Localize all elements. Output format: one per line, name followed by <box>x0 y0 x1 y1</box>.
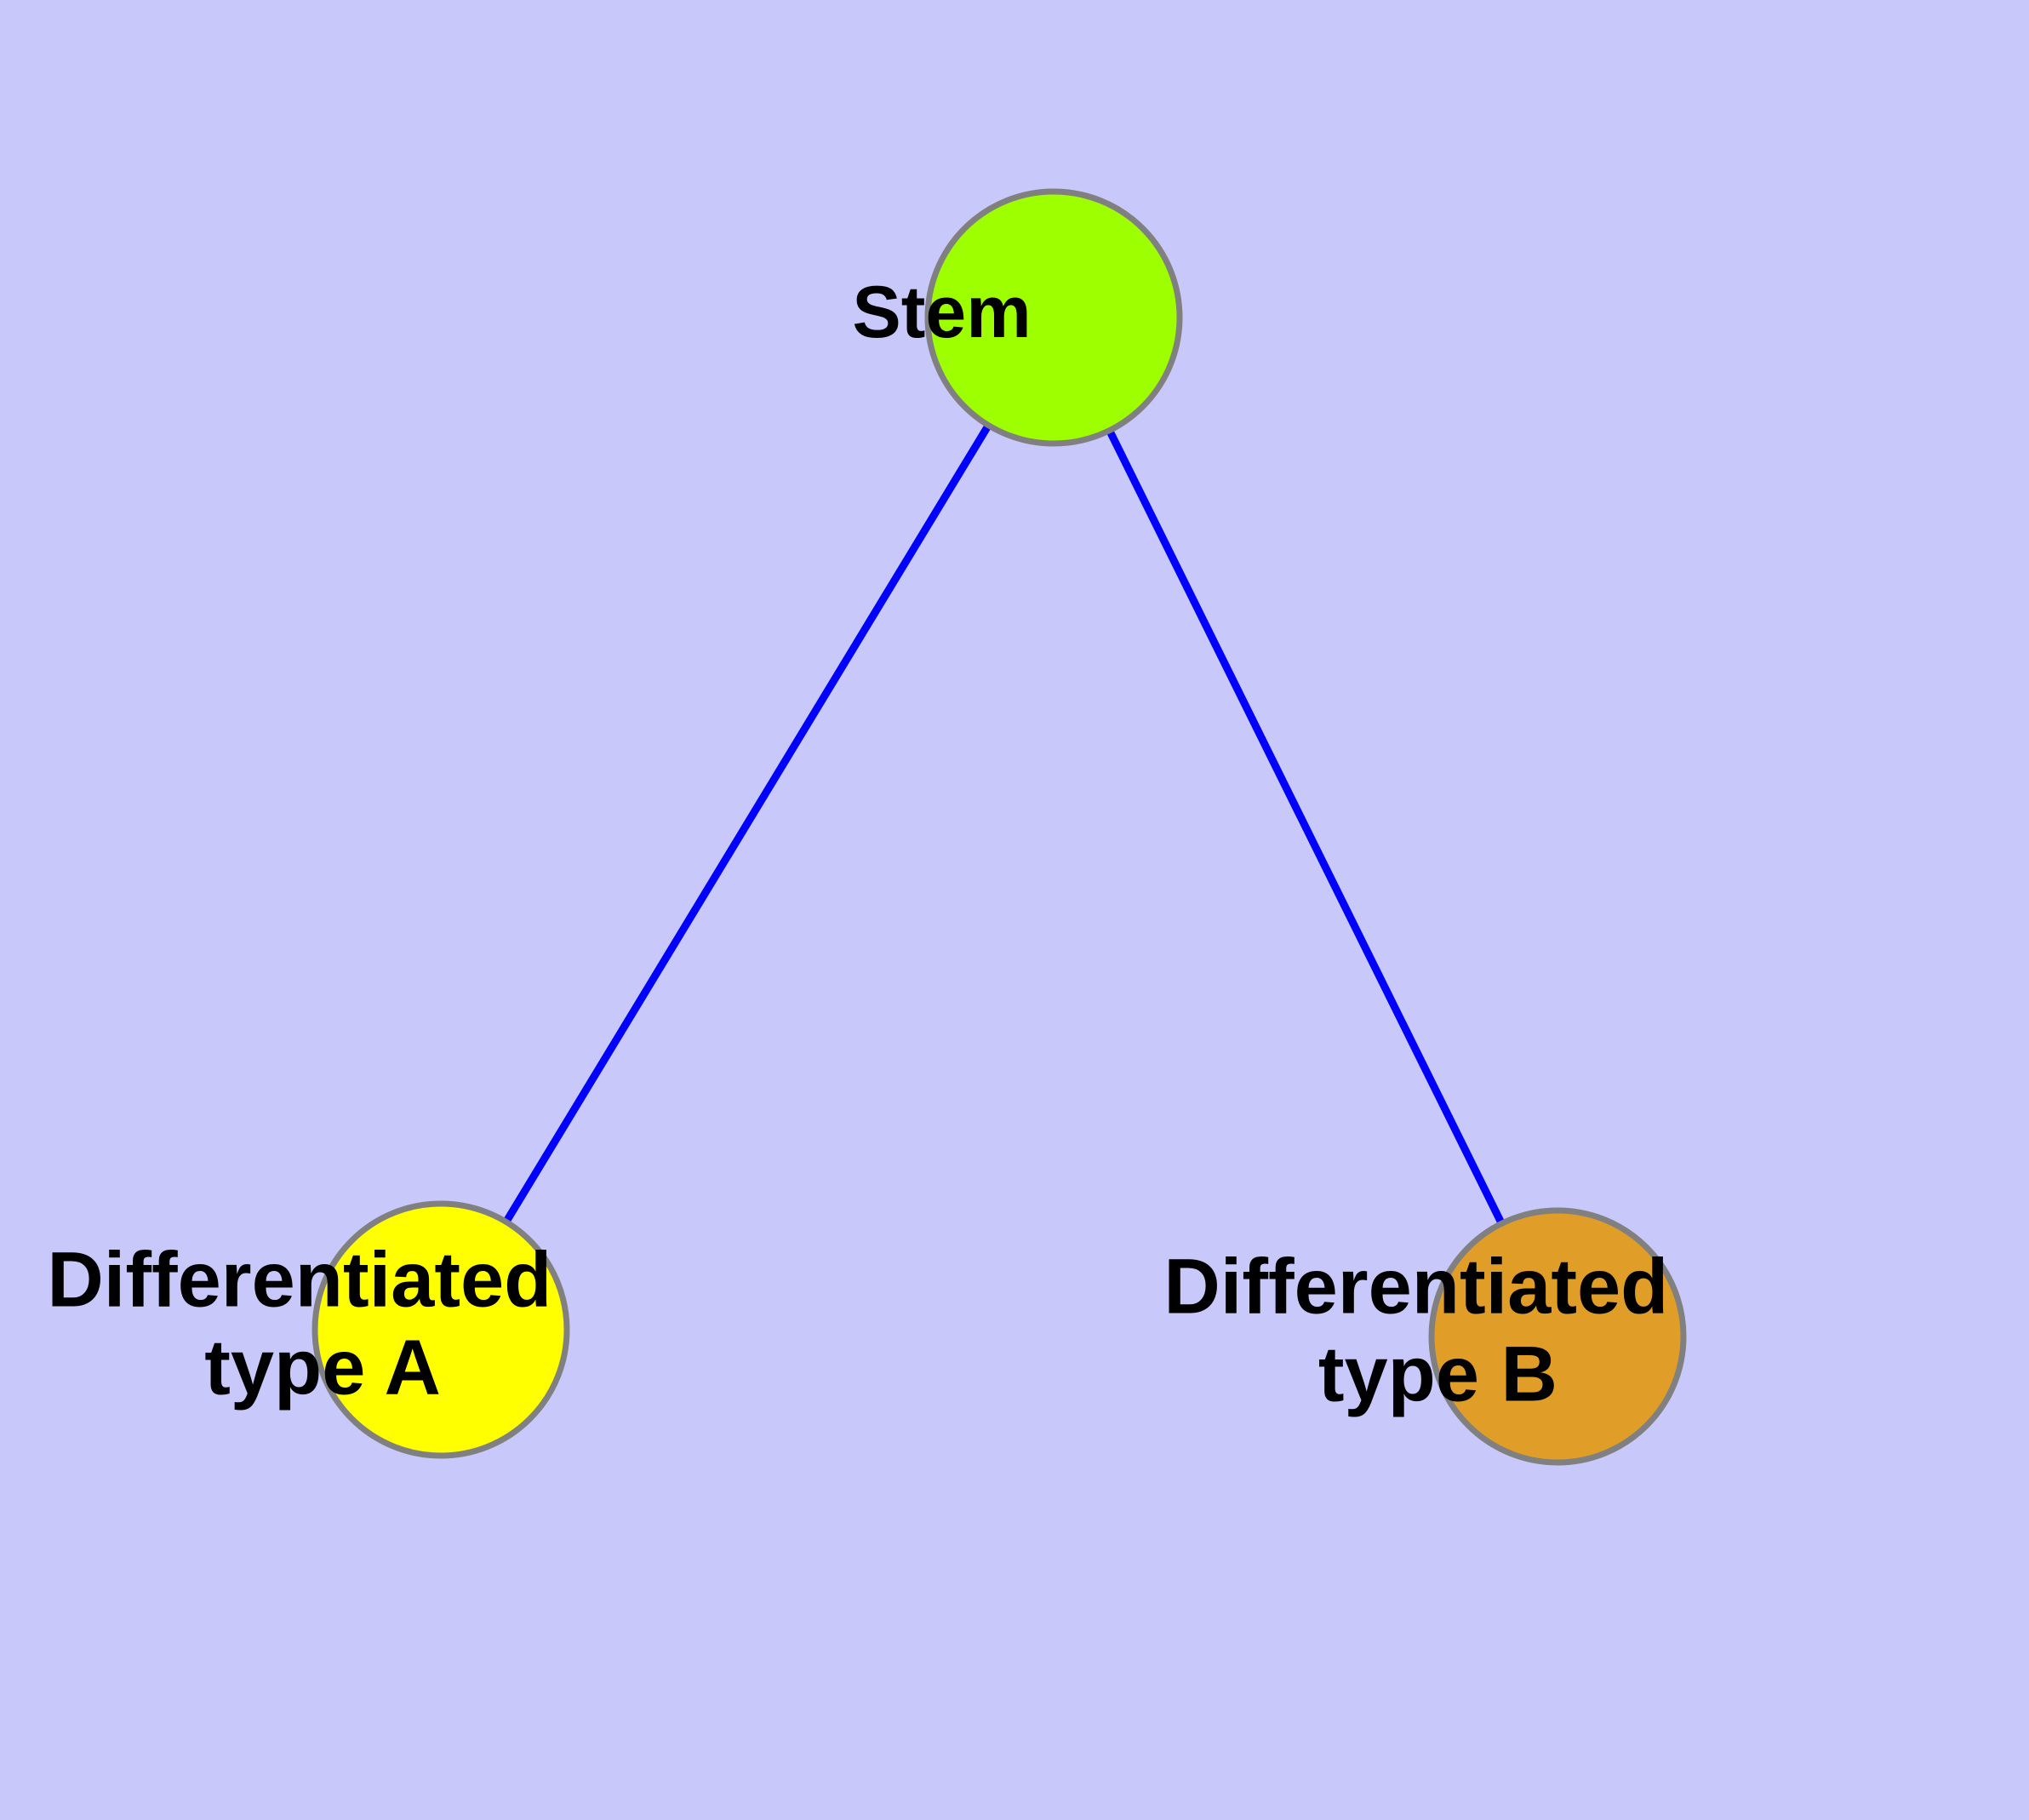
node-stem[interactable]: Stem <box>0 0 1255 447</box>
node-differentiated-type-b-label: Differentiated type B <box>1163 1244 1668 1418</box>
node-layer: Stem Differentiated type A Differentiate… <box>0 0 1952 1466</box>
edge-layer <box>500 419 1508 1230</box>
node-differentiated-type-a-circle[interactable] <box>311 1200 570 1459</box>
node-differentiated-type-a[interactable]: Differentiated type A <box>0 0 835 1459</box>
node-stem-label: Stem <box>0 0 1255 353</box>
node-stem-circle[interactable] <box>924 188 1183 447</box>
node-differentiated-type-b-circle[interactable] <box>1428 1207 1687 1466</box>
edge-stem-to-differentiated-type-a[interactable] <box>500 419 995 1228</box>
edge-stem-to-differentiated-type-b[interactable] <box>1103 424 1508 1230</box>
node-differentiated-type-a-label: Differentiated type A <box>0 0 835 1411</box>
node-differentiated-type-b[interactable]: Differentiated type B <box>0 0 1952 1466</box>
